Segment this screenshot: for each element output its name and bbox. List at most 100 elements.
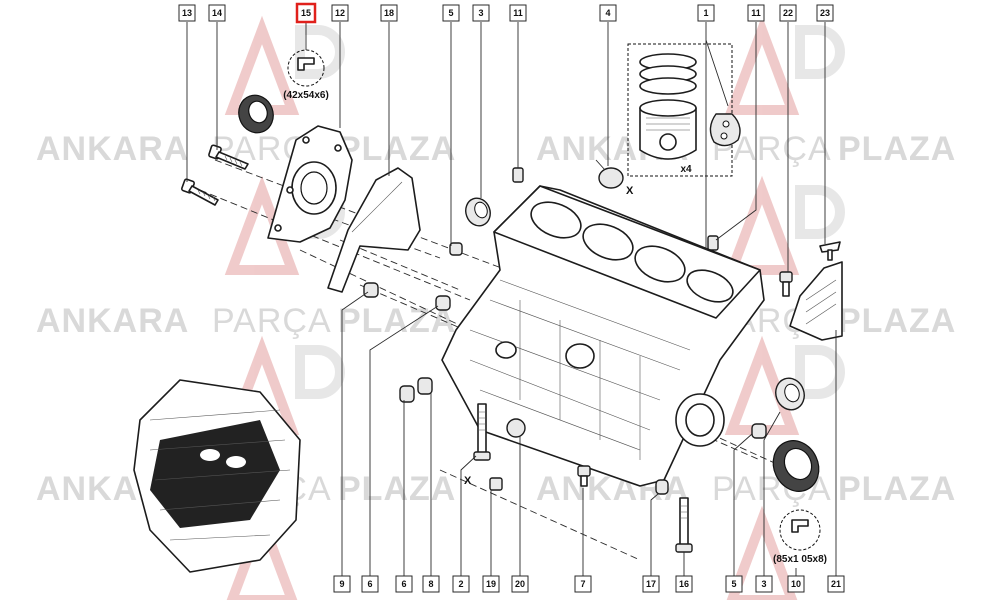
ref-23-label: 23 (820, 8, 830, 18)
ref-3-top[interactable]: 3 (472, 4, 490, 22)
watermark-text-b: PARÇA (212, 302, 332, 340)
bearing-3-right[interactable] (771, 374, 808, 414)
leader-lines (186, 22, 837, 578)
bushing-5-right[interactable] (751, 423, 767, 439)
bolt-7[interactable] (577, 465, 591, 487)
ref-22[interactable]: 22 (779, 4, 797, 22)
ref-1[interactable]: 1 (697, 4, 715, 22)
bushing-6-a[interactable] (435, 295, 451, 311)
seal-section-15: (42x54x6) (283, 49, 329, 101)
ref-14[interactable]: 14 (208, 4, 226, 22)
bushing-6-b[interactable] (399, 385, 415, 403)
ref-21[interactable]: 21 (827, 575, 845, 593)
dowel-11-a[interactable] (512, 167, 524, 183)
ref-4[interactable]: 4 (599, 4, 617, 22)
seal-small-size: (42x54x6) (283, 90, 329, 101)
ref-6-b-label: 6 (401, 579, 406, 589)
ref-11-b[interactable]: 11 (747, 4, 765, 22)
ref-7[interactable]: 7 (574, 575, 592, 593)
ref-15-label: 15 (301, 8, 311, 18)
watermark-row-1: ANKARA PARÇA PLAZA ANKARA PARÇA PLAZA (36, 130, 955, 168)
ref-13[interactable]: 13 (178, 4, 196, 22)
watermark-text-c: PLAZA (338, 302, 456, 340)
ref-11-a-label: 11 (513, 8, 523, 18)
ref-12[interactable]: 12 (331, 4, 349, 22)
bolt-13[interactable] (181, 178, 219, 206)
refs-top: 13 14 15 12 18 5 3 11 4 1 11 22 23 (178, 2, 834, 24)
refs-bottom: 9 6 6 8 2 19 20 7 17 16 5 3 10 21 (333, 575, 845, 593)
ref-19[interactable]: 19 (482, 575, 500, 593)
ref-18-label: 18 (384, 8, 394, 18)
ref-11-a[interactable]: 11 (509, 4, 527, 22)
seal-large-size: (85x1 05x8) (773, 554, 827, 565)
crank-cover-12[interactable] (267, 125, 353, 243)
watermark-text-c: PLAZA (338, 130, 456, 168)
ref-9[interactable]: 9 (333, 575, 351, 593)
ref-20-label: 20 (515, 579, 525, 589)
ref-3-bottom-label: 3 (761, 579, 766, 589)
oil-seal-10[interactable] (765, 433, 827, 499)
stud-bolt-2[interactable] (473, 403, 491, 461)
ref-5-top-label: 5 (448, 8, 453, 18)
ref-2[interactable]: 2 (452, 575, 470, 593)
ref-6-a-label: 6 (367, 579, 372, 589)
ref-1-label: 1 (703, 8, 708, 18)
x-mark-label: X (626, 185, 634, 197)
dowel-11-b[interactable] (707, 235, 719, 251)
bracket-21[interactable] (789, 261, 843, 341)
cap-23[interactable] (819, 241, 841, 261)
ref-3-bottom[interactable]: 3 (755, 575, 773, 593)
gasket-18[interactable] (327, 167, 421, 293)
piston-assembly-1[interactable]: x4 (627, 43, 741, 177)
ref-21-label: 21 (831, 579, 841, 589)
x-mark-label-19: X (464, 475, 472, 487)
ref-17[interactable]: 17 (642, 575, 660, 593)
nut-19[interactable]: X (464, 475, 503, 491)
ref-9-label: 9 (339, 579, 344, 589)
ref-11-b-label: 11 (751, 8, 761, 18)
ref-20[interactable]: 20 (511, 575, 529, 593)
seal-section-10: (85x1 05x8) (773, 509, 827, 565)
ref-6-a[interactable]: 6 (361, 575, 379, 593)
ref-16-label: 16 (679, 579, 689, 589)
ref-5-top[interactable]: 5 (442, 4, 460, 22)
ref-2-label: 2 (458, 579, 463, 589)
engine-thumbnail (133, 379, 301, 573)
ref-17-label: 17 (646, 579, 656, 589)
ref-10-label: 10 (791, 579, 801, 589)
ref-5-bottom[interactable]: 5 (725, 575, 743, 593)
ref-16[interactable]: 16 (675, 575, 693, 593)
ref-19-label: 19 (486, 579, 496, 589)
bearing-3-top[interactable] (462, 195, 494, 230)
cap-4[interactable]: X (595, 159, 634, 197)
watermark-logo-4 (724, 175, 845, 275)
watermark-text-a: ANKARA (36, 302, 189, 340)
piston-quantity: x4 (680, 164, 692, 175)
cylinder-block[interactable] (441, 185, 765, 487)
ref-12-label: 12 (335, 8, 345, 18)
bushing-9[interactable] (363, 282, 379, 298)
ref-3-top-label: 3 (478, 8, 483, 18)
watermark-text-a: ANKARA (36, 130, 189, 168)
watermark-text-c: PLAZA (838, 302, 956, 340)
ref-13-label: 13 (182, 8, 192, 18)
ref-15[interactable]: 15 (295, 2, 317, 24)
bolt-22[interactable] (779, 271, 793, 297)
watermark-text-c: PLAZA (338, 470, 456, 508)
oil-seal-15[interactable] (234, 90, 279, 137)
ref-10[interactable]: 10 (787, 575, 805, 593)
ref-7-label: 7 (580, 579, 585, 589)
bushing-5-top[interactable] (449, 242, 463, 256)
plug-20[interactable] (506, 418, 526, 438)
ref-23[interactable]: 23 (816, 4, 834, 22)
bushing-8[interactable] (417, 377, 433, 395)
ref-8-label: 8 (428, 579, 433, 589)
ref-6-b[interactable]: 6 (395, 575, 413, 593)
bushing-17[interactable] (655, 479, 669, 495)
ref-22-label: 22 (783, 8, 793, 18)
ref-4-label: 4 (605, 8, 610, 18)
watermark-logo-2 (724, 15, 845, 115)
ref-14-label: 14 (212, 8, 222, 18)
ref-8[interactable]: 8 (422, 575, 440, 593)
ref-18[interactable]: 18 (380, 4, 398, 22)
